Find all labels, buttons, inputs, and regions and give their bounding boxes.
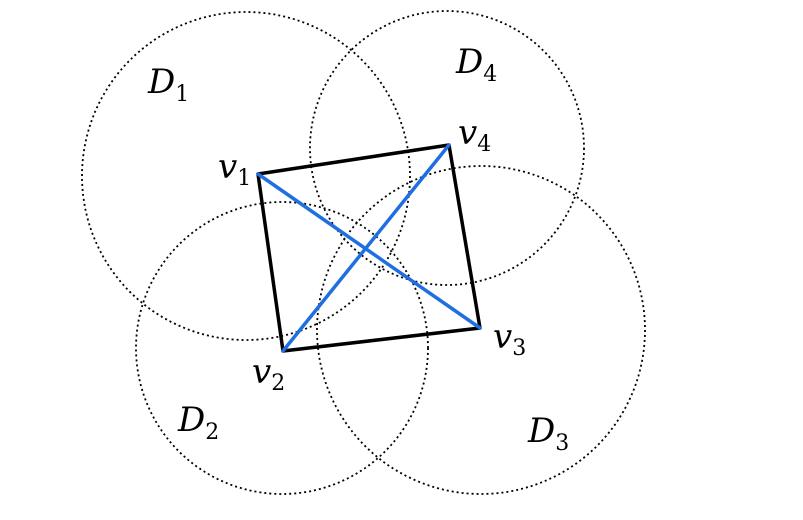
disk-label-D1: D1 [147,62,189,107]
square-outline [256,143,482,353]
disk-D3 [316,165,646,495]
disk-D2 [135,201,429,495]
diagonal-v2-v4 [281,143,451,353]
vertex-label-v2: v2 [252,352,285,396]
disk-D1 [81,11,411,341]
vertex-label-v3: v3 [493,317,526,361]
vertex-label-v1: v1 [218,147,251,191]
diagonal-v1-v3 [256,172,482,330]
disk-label-D2: D2 [177,400,219,445]
vertex-label-v4: v4 [458,113,491,157]
disk-label-D4: D4 [455,42,497,87]
disk-D4 [309,10,585,286]
disk-label-D3: D3 [527,411,569,456]
